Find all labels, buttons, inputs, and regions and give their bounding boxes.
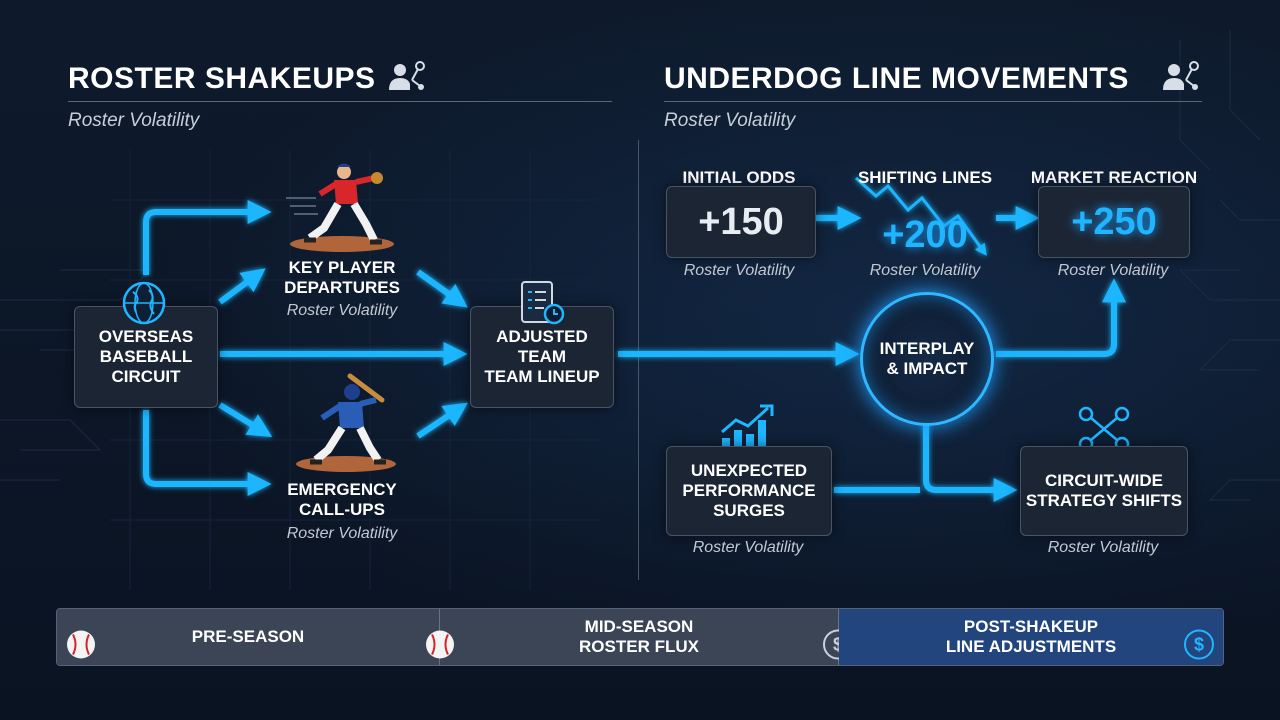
callups-caption: Roster Volatility — [286, 525, 398, 542]
arrow-circuit-to-callups — [218, 402, 273, 438]
shifting-lines-label: SHIFTING LINES — [857, 168, 993, 187]
market-reaction-caption: Roster Volatility — [1057, 262, 1169, 279]
overseas-circuit-label: OVERSEAS BASEBALL CIRCUIT — [98, 327, 194, 386]
timeline-phase-post-shakeup: POST-SHAKEUP LINE ADJUSTMENTS $ — [839, 609, 1223, 665]
season-timeline: PRE-SEASON MID-SEASON ROSTER FLUX $ POST… — [56, 608, 1224, 666]
interplay-label: INTERPLAY & IMPACT — [879, 339, 975, 378]
initial-odds-caption: Roster Volatility — [683, 262, 795, 279]
market-reaction-box: +250 — [1038, 186, 1190, 258]
departures-caption: Roster Volatility — [286, 302, 398, 319]
market-reaction-label: MARKET REACTION — [1030, 168, 1198, 187]
globe-icon — [122, 281, 166, 325]
surges-label: UNEXPECTED PERFORMANCE SURGES — [682, 461, 816, 520]
baseball-icon — [424, 609, 456, 665]
right-divider — [664, 101, 1202, 102]
shifting-lines-zigzag — [854, 176, 987, 256]
arrow-callups-to-lineup — [416, 402, 468, 439]
shifting-lines-value: +200 — [882, 214, 968, 256]
arrow-departures-to-lineup — [416, 269, 468, 308]
arrow-interplay-to-strategy — [923, 422, 1018, 502]
pitcher-illustration — [286, 163, 394, 252]
network-person-icon — [1163, 61, 1199, 90]
surges-caption: Roster Volatility — [692, 539, 804, 556]
interplay-ring: INTERPLAY & IMPACT — [860, 292, 994, 426]
market-reaction-value: +250 — [1071, 200, 1157, 243]
shifting-lines-caption: Roster Volatility — [869, 262, 981, 279]
left-title: ROSTER SHAKEUPS — [68, 62, 376, 95]
svg-text:$: $ — [833, 635, 843, 655]
strategy-box: CIRCUIT-WIDE STRATEGY SHIFTS — [1020, 446, 1188, 536]
batter-illustration — [296, 373, 396, 472]
timeline-phase-pre-season: PRE-SEASON — [57, 609, 440, 665]
arrow-circuit-bottom — [143, 410, 272, 496]
timeline-label-post-shakeup: POST-SHAKEUP LINE ADJUSTMENTS — [945, 617, 1117, 656]
initial-odds-value: +150 — [698, 200, 784, 243]
initial-odds-box: +150 — [666, 186, 816, 258]
svg-text:$: $ — [1194, 635, 1204, 655]
left-subtitle: Roster Volatility — [68, 110, 200, 131]
dollar-icon: $ — [1183, 609, 1215, 665]
arrow-circuit-top — [143, 200, 272, 275]
strategy-caption: Roster Volatility — [1047, 539, 1159, 556]
right-title: UNDERDOG LINE MOVEMENTS — [664, 62, 1129, 95]
baseball-icon — [65, 609, 97, 665]
checklist-clipboard-icon — [521, 281, 565, 325]
right-subtitle: Roster Volatility — [664, 110, 796, 131]
network-nodes-icon — [1078, 406, 1130, 452]
left-divider — [68, 101, 612, 102]
surges-box: UNEXPECTED PERFORMANCE SURGES — [666, 446, 832, 536]
timeline-label-pre-season: PRE-SEASON — [191, 627, 305, 646]
section-separator — [638, 140, 639, 580]
arrow-circuit-to-departures — [218, 268, 266, 305]
network-person-icon — [389, 61, 425, 90]
initial-odds-label: INITIAL ODDS — [682, 168, 796, 187]
timeline-phase-mid-season: MID-SEASON ROSTER FLUX $ — [426, 609, 853, 665]
strategy-label: CIRCUIT-WIDE STRATEGY SHIFTS — [1025, 471, 1183, 510]
arrow-interplay-to-market — [996, 278, 1126, 357]
timeline-label-mid-season: MID-SEASON ROSTER FLUX — [579, 617, 699, 656]
callups-label: EMERGENCY CALL-UPS — [287, 480, 397, 519]
adjusted-lineup-label: ADJUSTED TEAM TEAM LINEUP — [484, 327, 600, 386]
departures-label: KEY PLAYER DEPARTURES — [284, 258, 400, 297]
